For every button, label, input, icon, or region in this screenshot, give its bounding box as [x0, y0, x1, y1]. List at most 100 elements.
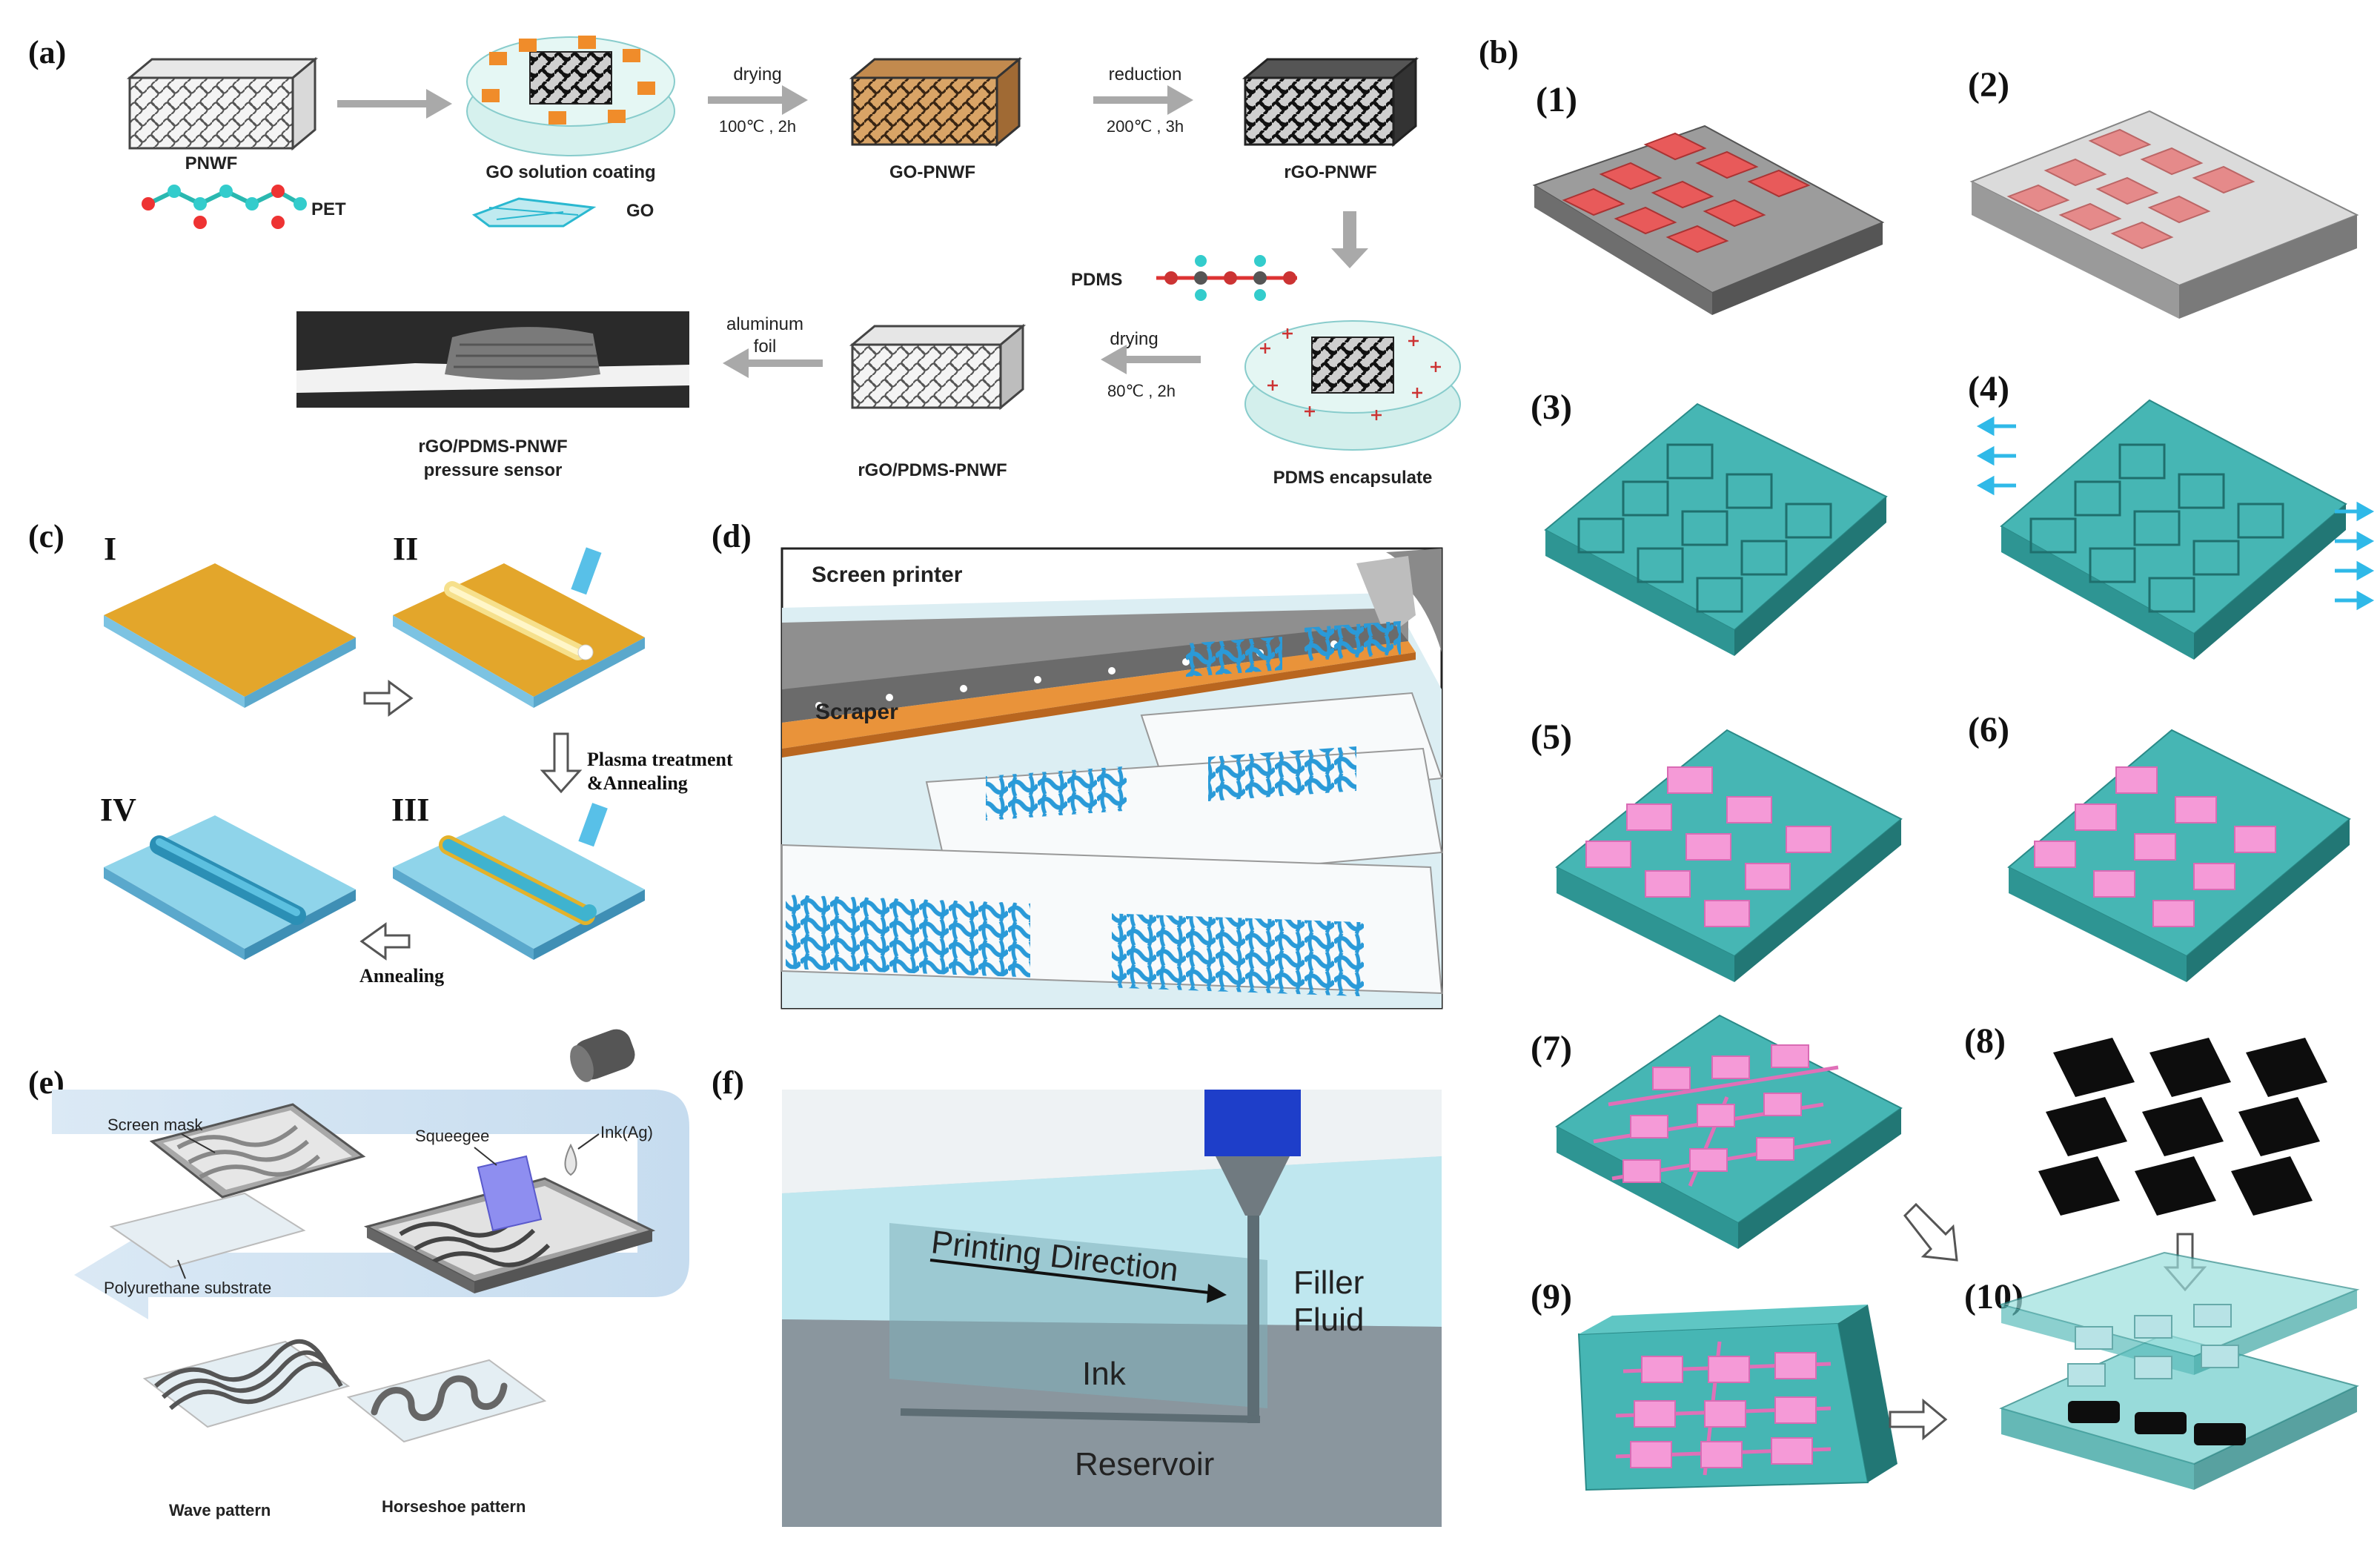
arrow-icon	[708, 85, 808, 115]
panel-e: (e) Screen mask Polyurethane substrate	[28, 1029, 689, 1519]
polyurethane-substrate	[109, 1192, 306, 1269]
arrow-icon	[337, 89, 452, 119]
screen-mask	[149, 1103, 366, 1199]
arrow-right-icon	[1889, 1398, 1948, 1441]
pdms-molecule	[1156, 255, 1297, 301]
rgo-pnwf-block	[1242, 56, 1419, 148]
horseshoe-pattern-label: Horseshoe pattern	[382, 1497, 526, 1516]
aluminum-label: aluminum	[726, 314, 803, 334]
go-pnwf-block	[849, 56, 1023, 148]
drying-label: drying	[733, 64, 781, 84]
arrow-left-icon	[359, 922, 411, 961]
step-4-label: (4)	[1968, 369, 2009, 408]
reservoir-label: Reservoir	[1075, 1446, 1214, 1482]
panel-b: (b) (1) (2) (3)	[1479, 34, 2375, 1491]
pet-label: PET	[311, 199, 346, 219]
pdms-encapsulate-label: PDMS encapsulate	[1273, 468, 1433, 488]
step-10-assembly	[1998, 1251, 2360, 1490]
reduction-condition: 200℃ , 3h	[1107, 117, 1184, 136]
arrow-down-icon	[540, 732, 583, 794]
rgo-pnwf-label: rGO-PNWF	[1284, 162, 1376, 182]
go-coating-label: GO solution coating	[485, 162, 655, 182]
go-sheet-icon	[471, 197, 597, 228]
step-5-electrodes	[1555, 729, 1903, 982]
print-nozzle-icon	[1204, 1090, 1301, 1423]
arrow-right-icon	[363, 680, 414, 717]
sensor-photo	[296, 311, 689, 408]
step-ii-substrate	[393, 547, 645, 708]
go-label: GO	[626, 201, 654, 221]
panel-d-label: (d)	[712, 518, 752, 554]
step-2-mold	[1969, 110, 2359, 319]
scraper-label: Scraper	[815, 700, 898, 724]
panel-d: (d) Screen printer Scraper	[712, 518, 1443, 1010]
panel-f: (f) Printing Direction Filler Fluid Ink …	[712, 1064, 1442, 1527]
pdms-encapsulate-dish	[1244, 320, 1461, 451]
step-iv-substrate	[104, 815, 356, 960]
ink-filament	[900, 1408, 1261, 1423]
filler-fluid-line2: Fluid	[1293, 1302, 1364, 1338]
step-ii-label: II	[393, 531, 418, 567]
dispenser-needle-icon	[578, 803, 608, 919]
ink-label: Ink	[1082, 1356, 1127, 1392]
horseshoe-pattern-sample	[346, 1359, 547, 1443]
sensor-label-line2: pressure sensor	[424, 460, 563, 480]
plasma-label-line1: Plasma treatment	[587, 749, 733, 770]
wave-pattern-sample	[142, 1339, 351, 1428]
stretch-arrows-icon	[1976, 416, 2375, 611]
go-pnwf-label: GO-PNWF	[889, 162, 975, 182]
panel-a: (a) PNWF PET GO s	[28, 34, 1461, 488]
drying-condition: 100℃ , 2h	[719, 117, 796, 136]
step-iv-label: IV	[100, 792, 136, 828]
step-3-label: (3)	[1531, 388, 1572, 427]
step-8-label: (8)	[1964, 1021, 2006, 1061]
step-9-wiring	[1577, 1305, 1897, 1491]
printed-sheet-front	[781, 844, 1443, 997]
step-7-label: (7)	[1531, 1029, 1572, 1068]
squeegee-label: Squeegee	[415, 1127, 489, 1145]
annealing-label: Annealing	[359, 965, 444, 987]
rgo-pdms-pnwf-block	[849, 323, 1027, 411]
panel-a-label: (a)	[28, 34, 66, 70]
arrow-icon	[1093, 85, 1193, 115]
step-iii-substrate	[393, 803, 645, 960]
panel-c: (c) I II III IV Plasma treatment &Ann	[28, 518, 733, 987]
step-2-label: (2)	[1968, 65, 2009, 105]
step-3-teal-mold	[1544, 402, 1888, 656]
drying2-label: drying	[1110, 329, 1158, 349]
screen-mask-label: Screen mask	[107, 1116, 203, 1134]
substrate-label: Polyurethane substrate	[104, 1279, 271, 1297]
wave-pattern-label: Wave pattern	[169, 1501, 271, 1519]
drying2-condition: 80℃ , 2h	[1107, 382, 1176, 400]
step-6-label: (6)	[1968, 710, 2009, 749]
panel-b-label: (b)	[1479, 34, 1519, 70]
step-i-label: I	[104, 531, 116, 567]
squeegee-icon	[477, 1155, 543, 1232]
step-1-label: (1)	[1536, 80, 1577, 119]
pdms-label: PDMS	[1071, 270, 1122, 290]
step-9-label: (9)	[1531, 1277, 1572, 1316]
screen-printer-label: Screen printer	[812, 563, 963, 587]
dispenser-needle-icon	[571, 547, 602, 660]
ink-roller-icon	[570, 1029, 635, 1082]
step-6-electrodes	[2007, 729, 2351, 982]
arrow-diagonal-icon	[1903, 1202, 1958, 1262]
step-7-wiring	[1555, 1014, 1903, 1249]
step-4-stretched-mold	[1976, 399, 2375, 660]
step-iii-label: III	[391, 792, 429, 828]
pnwf-block	[126, 56, 319, 151]
arrow-down-icon	[1331, 211, 1368, 268]
pnwf-label: PNWF	[185, 153, 238, 173]
step-i-substrate	[104, 563, 356, 708]
step-5-label: (5)	[1531, 717, 1572, 757]
rgo-pdms-pnwf-label: rGO/PDMS-PNWF	[858, 460, 1007, 480]
printing-direction-arrow	[929, 1259, 1227, 1303]
arrow-left-icon	[723, 348, 823, 378]
ink-drop-icon	[564, 1143, 577, 1176]
foil-label: foil	[754, 337, 777, 357]
ink-label: Ink(Ag)	[600, 1123, 653, 1141]
sensor-label-line1: rGO/PDMS-PNWF	[418, 437, 567, 457]
go-coating-dish	[466, 36, 675, 156]
step-1-substrate	[1532, 125, 1885, 315]
panel-c-label: (c)	[28, 518, 64, 554]
